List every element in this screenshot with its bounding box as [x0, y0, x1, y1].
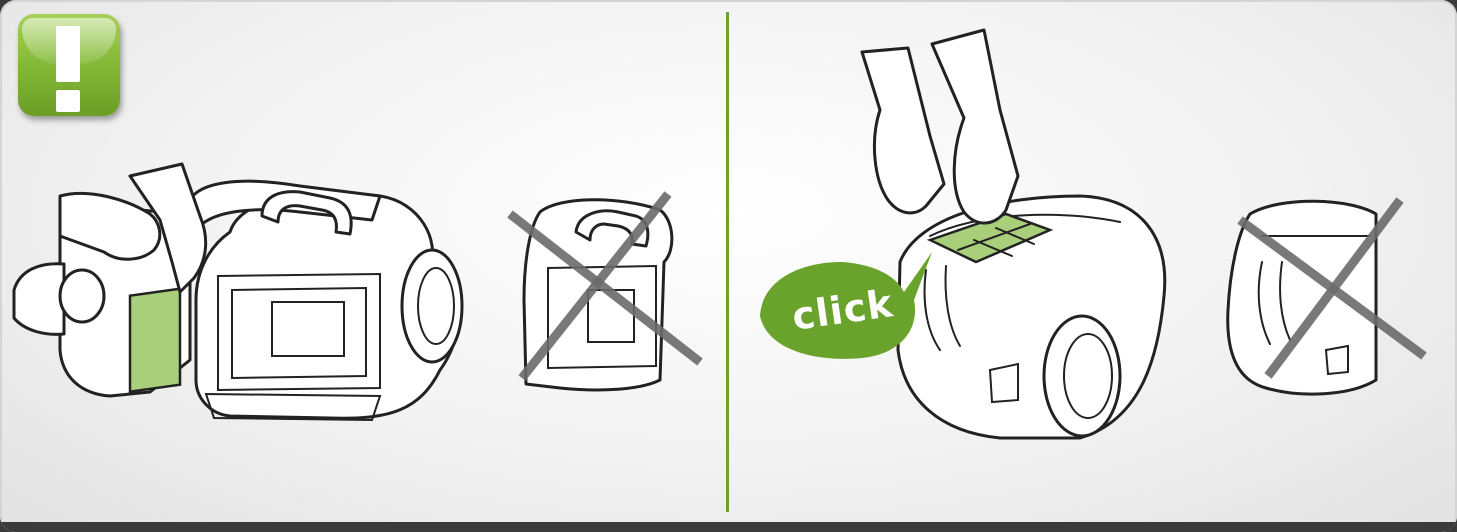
vacuum-wheel-front	[1044, 316, 1120, 436]
left-incorrect-illustration	[510, 194, 700, 390]
hand-right-pressing	[932, 30, 1018, 223]
left-main-illustration	[190, 181, 462, 420]
right-incorrect-illustration	[1228, 200, 1424, 394]
vacuum-body-incorrect	[524, 200, 672, 390]
filter-lid-flap	[14, 264, 64, 335]
filter-panel-removed	[130, 289, 180, 392]
left-filter-module	[14, 164, 206, 396]
bottom-border	[0, 522, 1457, 532]
hand-left-pressing	[862, 48, 944, 213]
right-main-illustration	[862, 30, 1165, 438]
